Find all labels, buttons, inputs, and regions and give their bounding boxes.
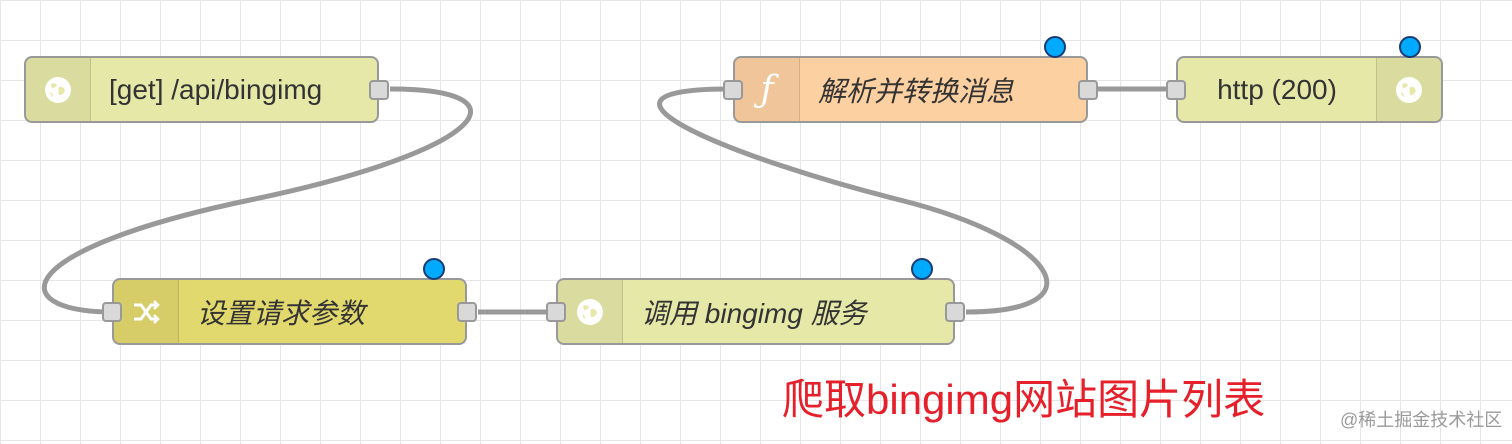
globe-icon xyxy=(558,280,623,343)
function-node[interactable]: ƒ 解析并转换消息 xyxy=(723,36,1098,123)
http-in-label: [get] /api/bingimg xyxy=(109,73,323,105)
wire-request-to-function[interactable] xyxy=(657,86,1050,315)
function-icon: ƒ xyxy=(735,58,800,121)
output-port[interactable] xyxy=(1078,79,1098,100)
input-port[interactable] xyxy=(546,301,566,322)
input-port[interactable] xyxy=(723,79,743,100)
watermark: @稀土掘金技术社区 xyxy=(1340,410,1503,430)
function-label: 解析并转换消息 xyxy=(818,75,1015,107)
change-node[interactable]: 设置请求参数 xyxy=(102,258,477,345)
output-port[interactable] xyxy=(945,301,965,322)
output-port[interactable] xyxy=(369,79,389,100)
http-in-node[interactable]: [get] /api/bingimg xyxy=(24,56,389,123)
shuffle-icon xyxy=(114,280,179,343)
http-request-label: 调用 bingimg 服务 xyxy=(641,297,867,329)
globe-icon xyxy=(1376,58,1441,121)
http-request-node[interactable]: 调用 bingimg 服务 xyxy=(546,258,965,345)
input-port[interactable] xyxy=(1166,79,1186,100)
change-label: 设置请求参数 xyxy=(197,297,366,329)
wire-httpin-to-change[interactable] xyxy=(41,86,473,315)
output-port[interactable] xyxy=(457,301,477,322)
status-dot xyxy=(1399,36,1421,58)
flow-caption: 爬取bingimg网站图片列表 xyxy=(782,376,1266,423)
globe-icon xyxy=(26,58,91,121)
input-port[interactable] xyxy=(102,301,122,322)
http-response-node[interactable]: http (200) xyxy=(1166,36,1443,123)
http-response-label: http (200) xyxy=(1217,73,1337,105)
status-dot xyxy=(423,258,445,280)
status-dot xyxy=(911,258,933,280)
status-dot xyxy=(1044,36,1066,58)
